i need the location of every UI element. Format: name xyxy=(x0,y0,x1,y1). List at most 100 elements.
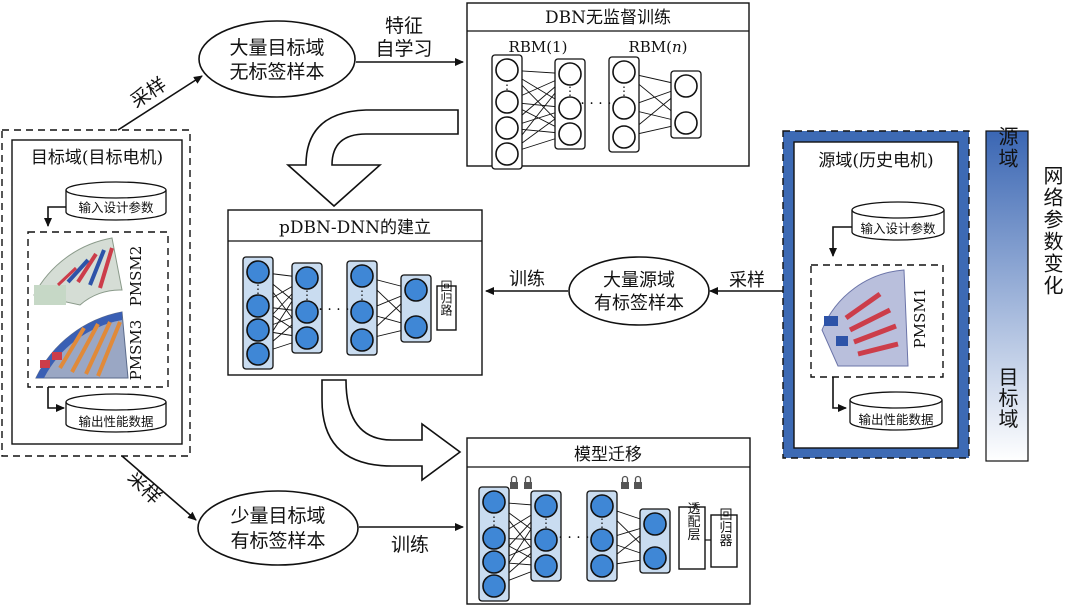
pretrain-transfer-arrow xyxy=(285,109,459,208)
ellipsis-dots: ⋮ xyxy=(301,288,313,302)
regression-label: 回归路 xyxy=(439,280,453,317)
source-domain-panel: 源域(历史电机) 输入设计参数 PMSM1 输出性能数据 xyxy=(782,130,970,459)
neuron-node xyxy=(404,278,428,302)
sample-bottom-label: 采样 xyxy=(123,467,165,509)
source-labeled-line2: 有标签样本 xyxy=(594,293,684,314)
neuron-node xyxy=(246,294,270,318)
sample-bottom-arrow xyxy=(121,455,197,521)
source-output-data-label: 输出性能数据 xyxy=(858,412,933,427)
sample-top-arrow xyxy=(117,75,203,131)
pmsm2-label: PMSM2 xyxy=(127,246,145,307)
neuron-node xyxy=(482,490,506,514)
neuron-node xyxy=(590,494,614,518)
lock-icon xyxy=(510,475,532,489)
ellipsis-dots: · · · · xyxy=(580,96,611,112)
train-bottom-label: 训练 xyxy=(391,534,429,556)
few-labeled-line1: 少量目标域 xyxy=(230,505,325,527)
neuron-node xyxy=(495,58,519,82)
ellipsis-dots: ⋮ xyxy=(252,282,264,296)
neuron-node xyxy=(612,60,636,84)
neuron-node xyxy=(246,342,270,366)
source-output-arrow xyxy=(832,377,847,412)
neuron-node xyxy=(482,550,506,574)
ellipsis-dots: ⋮ xyxy=(540,516,552,530)
neuron-node xyxy=(404,315,428,339)
pmsm2-motor-image xyxy=(33,237,123,306)
neuron-node xyxy=(482,574,506,598)
feature-learning-line1: 特征 xyxy=(385,15,423,37)
ellipsis-dots: ⋮ xyxy=(356,288,368,302)
unlabeled-line2: 无标签样本 xyxy=(229,61,324,83)
ellipsis-dots: ⋮ xyxy=(501,78,513,92)
adapter-layer-label: 透配层 xyxy=(685,502,701,542)
target-output-data-cylinder: 输出性能数据 xyxy=(65,393,167,433)
pmsm3-label: PMSM3 xyxy=(127,320,145,381)
target-domain-title: 目标域(目标电机) xyxy=(31,148,163,168)
ellipsis-dots: · · · · xyxy=(558,530,589,546)
pdbn-title: pDBN-DNN的建立 xyxy=(279,218,431,238)
neuron-node xyxy=(558,96,582,120)
bar-bottom-label: 目标域 xyxy=(995,367,1019,430)
domain-gradient-bar xyxy=(985,130,1029,462)
source-domain-title: 源域(历史电机) xyxy=(818,151,933,171)
neuron-node xyxy=(674,111,698,135)
neuron-node xyxy=(482,526,506,550)
source-labeled-samples: 大量源域 有标签样本 xyxy=(568,256,710,326)
target-motors-frame xyxy=(27,231,169,388)
bar-top-label: 源域 xyxy=(995,126,1019,170)
source-input-params-label: 输入设计参数 xyxy=(860,221,936,236)
regression-block xyxy=(436,285,457,331)
target-domain-outer-frame xyxy=(1,129,191,457)
neuron-node xyxy=(674,74,698,98)
dbn-title: DBN无监督训练 xyxy=(545,8,671,28)
neuron-node xyxy=(534,554,558,578)
pmsm1-motor-image xyxy=(821,269,909,367)
pdbn-dnn-box: pDBN-DNN的建立 ⋮ ⋮ ⋮ · · · · 回归路 xyxy=(227,209,483,376)
model-transfer-box: 模型迁移 ⋮⋮⋮· · · · 透配层 回归器 xyxy=(466,437,751,605)
neuron-node xyxy=(534,494,558,518)
few-labeled-line2: 有标签样本 xyxy=(230,530,325,552)
sample-top-label: 采样 xyxy=(127,73,171,112)
ellipsis-dots: ⋮ xyxy=(596,516,608,530)
rbm1-label: RBM(1) xyxy=(509,38,568,56)
neuron-node xyxy=(350,264,374,288)
target-input-params-label: 输入设计参数 xyxy=(78,200,154,215)
adapter-layer-block xyxy=(678,506,706,570)
neuron-node xyxy=(295,326,319,350)
bar-caption: 网络参数变化 xyxy=(1040,165,1064,297)
ellipsis-dots: · · · · xyxy=(318,302,349,318)
sample-right-label: 采样 xyxy=(729,270,765,291)
train-mid-label: 训练 xyxy=(509,269,545,290)
pmsm1-label: PMSM1 xyxy=(911,288,929,349)
dbn-network: ⋮ ⋮ ⋮ · · · · xyxy=(491,54,702,170)
neuron-node xyxy=(558,62,582,86)
lock-icon xyxy=(621,475,642,489)
parameter-change-bar: 源域 目标域 网络参数变化 xyxy=(985,126,1064,462)
pdbn-network: ⋮ ⋮ ⋮ · · · · xyxy=(242,256,432,370)
neuron-node xyxy=(495,116,519,140)
neuron-node xyxy=(295,300,319,324)
neuron-node xyxy=(534,528,558,552)
ellipsis-dots: ⋮ xyxy=(564,84,576,98)
dbn-unsupervised-box: DBN无监督训练 RBM(1) RBM(n) ⋮ ⋮ ⋮ · · · · xyxy=(466,2,750,170)
target-input-arrow xyxy=(44,206,66,227)
ellipsis-dots: ⋮ xyxy=(618,84,630,98)
neuron-node xyxy=(612,96,636,120)
target-input-params-cylinder: 输入设计参数 xyxy=(65,181,167,221)
neuron-node xyxy=(643,512,667,536)
source-motor-frame xyxy=(810,264,944,378)
target-domain-panel: 目标域(目标电机) 输入设计参数 PMSM2 xyxy=(1,129,191,457)
source-input-params-cylinder: 输入设计参数 xyxy=(851,201,945,241)
source-output-data-cylinder: 输出性能数据 xyxy=(849,391,943,431)
ellipsis-dots: ⋮ xyxy=(488,514,500,528)
neuron-node xyxy=(246,260,270,284)
rbmn-label: RBM(n) xyxy=(628,38,687,56)
regressor-label: 回归器 xyxy=(717,508,733,548)
transfer-network: ⋮ ⋮ ⋮ · · · · xyxy=(478,486,671,602)
target-output-arrow xyxy=(47,387,65,412)
pmsm3-motor-image xyxy=(35,311,129,379)
neuron-node xyxy=(495,142,519,166)
target-output-data-label: 输出性能数据 xyxy=(78,414,153,429)
neuron-node xyxy=(590,528,614,552)
